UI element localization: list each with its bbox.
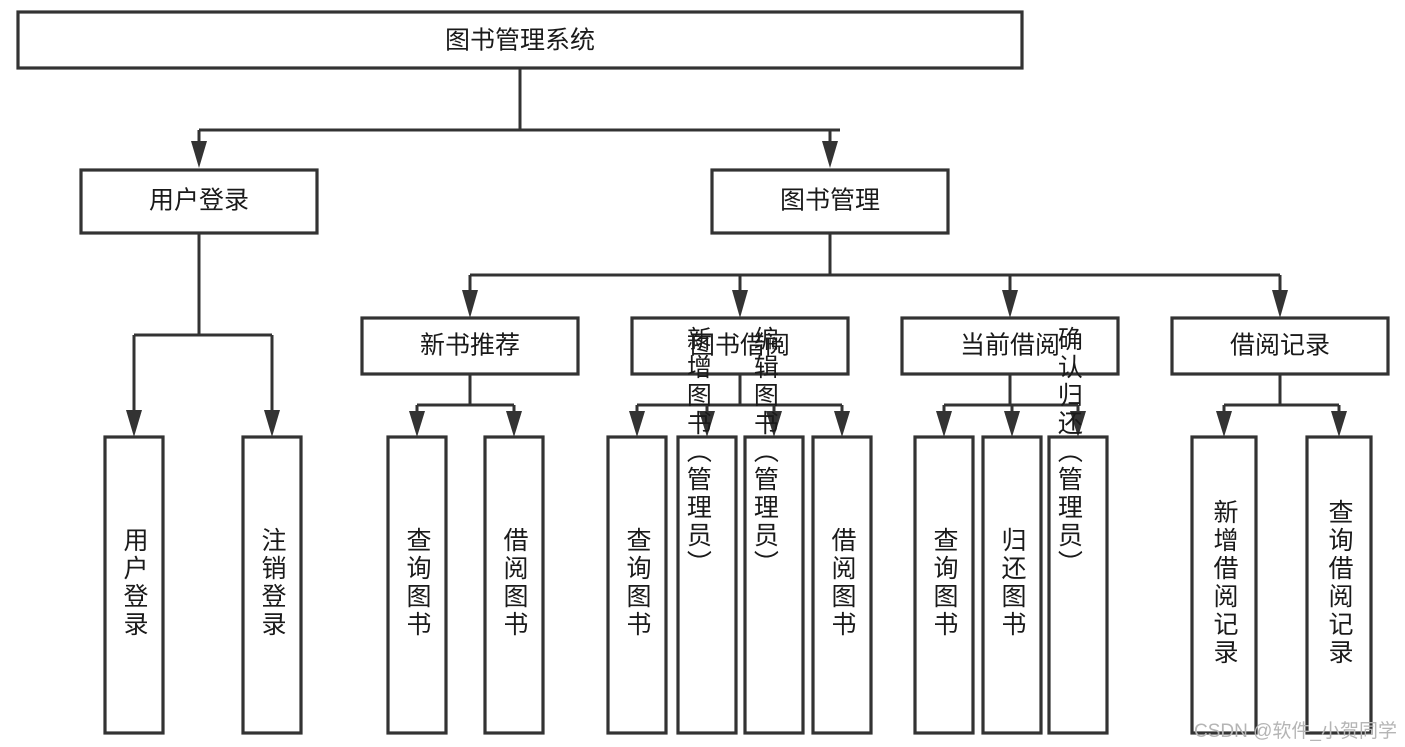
leaf-book-borrow-2-box <box>743 435 805 735</box>
connector-book-management-to-level3 <box>462 233 1288 318</box>
node-new-book-recommend-box <box>360 316 580 376</box>
leaf-book-borrow-2[interactable]: 编辑图书（管理员） <box>743 326 805 735</box>
node-user-login[interactable]: 用户登录 <box>79 168 319 235</box>
node-user-login-label: 用户登录 <box>149 187 249 215</box>
leaf-user-login-1-box <box>241 435 303 735</box>
leaf-book-borrow-3[interactable]: 借阅图书 <box>811 435 873 735</box>
node-root-box <box>16 10 1024 70</box>
leaf-current-borrow-0-label: 查询图书 <box>930 527 959 639</box>
leaf-new-book-0-box <box>386 435 448 735</box>
leaf-user-login-0[interactable]: 用户登录 <box>103 435 165 735</box>
node-current-borrow[interactable]: 当前借阅 <box>900 316 1120 376</box>
leaf-book-borrow-3-label: 借阅图书 <box>828 527 857 639</box>
arrow-head-icon <box>409 411 425 437</box>
leaf-new-book-1-box <box>483 435 545 735</box>
leaf-book-borrow-0[interactable]: 查询图书 <box>606 435 668 735</box>
arrow-head-icon <box>1070 411 1086 437</box>
leaf-user-login-0-label: 用户登录 <box>120 527 149 639</box>
leaf-user-login-1[interactable]: 注销登录 <box>241 435 303 735</box>
leaf-current-borrow-0-box <box>913 435 975 735</box>
leaf-current-borrow-1-box <box>981 435 1043 735</box>
node-book-management-label: 图书管理 <box>780 187 880 215</box>
arrow-head-icon <box>1004 411 1020 437</box>
leaf-borrow-record-0[interactable]: 新增借阅记录 <box>1190 435 1258 735</box>
arrow-head-icon <box>1272 290 1288 318</box>
connector-new-book-recommend-to-leaves <box>409 374 522 437</box>
connector-root-to-level2 <box>191 68 840 168</box>
leaf-current-borrow-2-label: 确认归还（管理员） <box>1054 326 1083 578</box>
arrow-head-icon <box>629 411 645 437</box>
node-book-management[interactable]: 图书管理 <box>710 168 950 235</box>
leaf-book-borrow-1-label: 新增图书（管理员） <box>683 326 712 578</box>
leaf-borrow-record-1[interactable]: 查询借阅记录 <box>1305 435 1373 735</box>
node-root[interactable]: 图书管理系统 <box>16 10 1024 70</box>
connector-current-borrow-to-leaves <box>936 374 1086 437</box>
leaf-current-borrow-2-box <box>1047 435 1109 735</box>
arrow-head-icon <box>462 290 478 318</box>
node-current-borrow-label: 当前借阅 <box>960 332 1060 360</box>
node-new-book-recommend[interactable]: 新书推荐 <box>360 316 580 376</box>
arrow-head-icon <box>264 410 280 437</box>
arrow-head-icon <box>936 411 952 437</box>
leaf-current-borrow-1[interactable]: 归还图书 <box>981 435 1043 735</box>
leaf-borrow-record-0-box <box>1190 435 1258 735</box>
node-user-login-box <box>79 168 319 235</box>
node-borrow-record-box <box>1170 316 1390 376</box>
leaf-new-book-0[interactable]: 查询图书 <box>386 435 448 735</box>
leaf-current-borrow-2[interactable]: 确认归还（管理员） <box>1047 326 1109 735</box>
leaf-borrow-record-1-label: 查询借阅记录 <box>1325 499 1354 667</box>
node-borrow-record[interactable]: 借阅记录 <box>1170 316 1390 376</box>
arrow-head-icon <box>1331 411 1347 437</box>
arrow-head-icon <box>1216 411 1232 437</box>
leaf-borrow-record-1-box <box>1305 435 1373 735</box>
leaf-book-borrow-1-box <box>676 435 738 735</box>
leaf-new-book-0-label: 查询图书 <box>403 527 432 639</box>
leaf-user-login-0-box <box>103 435 165 735</box>
arrow-head-icon <box>1002 290 1018 318</box>
arrow-head-icon <box>732 290 748 318</box>
leaf-book-borrow-0-box <box>606 435 668 735</box>
leaf-book-borrow-0-label: 查询图书 <box>623 527 652 639</box>
arrow-head-icon <box>699 411 715 437</box>
connector-borrow-record-to-leaves <box>1216 374 1347 437</box>
connector-user-login-to-leaves <box>126 233 280 437</box>
arrow-head-icon <box>822 141 838 168</box>
node-new-book-recommend-label: 新书推荐 <box>420 332 520 360</box>
node-root-label: 图书管理系统 <box>445 27 595 55</box>
leaf-book-borrow-3-box <box>811 435 873 735</box>
arrow-head-icon <box>191 141 207 168</box>
leaf-new-book-1[interactable]: 借阅图书 <box>483 435 545 735</box>
arrow-head-icon <box>126 410 142 437</box>
arrow-head-icon <box>506 411 522 437</box>
node-book-borrow-label: 图书借阅 <box>690 332 790 360</box>
node-book-borrow[interactable]: 图书借阅 <box>630 316 850 376</box>
leaf-book-borrow-2-label: 编辑图书（管理员） <box>750 326 779 578</box>
arrow-head-icon <box>766 411 782 437</box>
node-borrow-record-label: 借阅记录 <box>1230 332 1330 360</box>
leaf-borrow-record-0-label: 新增借阅记录 <box>1210 499 1239 667</box>
arrow-head-icon <box>834 411 850 437</box>
leaf-new-book-1-label: 借阅图书 <box>500 527 529 639</box>
connector-book-borrow-to-leaves <box>629 374 850 437</box>
leaf-book-borrow-1[interactable]: 新增图书（管理员） <box>676 326 738 735</box>
leaf-user-login-1-label: 注销登录 <box>258 527 287 639</box>
leaf-current-borrow-0[interactable]: 查询图书 <box>913 435 975 735</box>
leaf-current-borrow-1-label: 归还图书 <box>998 527 1027 639</box>
